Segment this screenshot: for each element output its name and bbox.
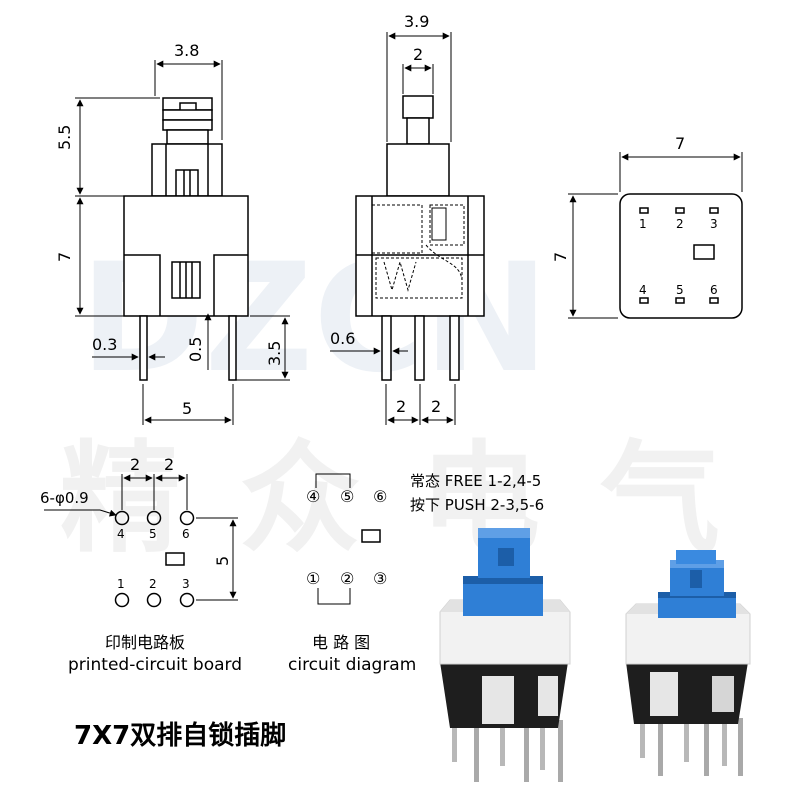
circuit-pin-6: ⑥ [373, 487, 387, 506]
circuit-pin-5: ⑤ [340, 487, 354, 506]
svg-text:众: 众 [240, 430, 360, 569]
side-view [355, 95, 485, 381]
svg-text:气: 气 [600, 430, 720, 569]
circuit-pin-1: ① [306, 569, 320, 588]
watermark-bottom: 精 众 电 气 [60, 430, 720, 569]
pcb-hole-spec: 6-φ0.9 [40, 489, 89, 507]
front-view [123, 97, 249, 381]
dim-front-plunger-width: 3.8 [174, 41, 199, 60]
dim-bottom-width: 7 [675, 134, 685, 153]
dim-side-plunger-width: 2 [413, 45, 423, 64]
circuit-free-state: 常态 FREE 1-2,4-5 [410, 472, 541, 490]
dim-front-plunger-height: 5.5 [55, 125, 74, 150]
dim-side-pitch-right: 2 [431, 397, 441, 416]
dim-bottom-height: 7 [551, 252, 570, 262]
front-view-dimensions [75, 60, 290, 425]
dim-front-pin-thickness: 0.3 [92, 335, 117, 354]
side-view-dimensions [330, 32, 456, 425]
pcb-pin-6: 6 [182, 527, 190, 541]
bottom-pin-6: 6 [710, 283, 718, 297]
circuit-label-en: circuit diagram [288, 655, 416, 675]
circuit-pin-3: ③ [373, 569, 387, 588]
bottom-view [619, 193, 743, 319]
pcb-label-cn: 印制电路板 [105, 633, 185, 652]
bottom-pin-4: 4 [639, 283, 647, 297]
bottom-pin-1: 1 [639, 217, 647, 231]
pcb-pin-1: 1 [117, 577, 125, 591]
circuit-push-state: 按下 PUSH 2-3,5-6 [410, 496, 544, 514]
pcb-layout [114, 510, 195, 608]
bottom-view-dimensions [568, 152, 743, 319]
circuit-pin-4: ④ [306, 487, 320, 506]
pcb-pin-4: 4 [117, 527, 125, 541]
switch-photo-left [439, 528, 571, 782]
pcb-pitch-right: 2 [164, 455, 174, 474]
dim-front-body-height: 7 [55, 252, 74, 262]
switch-photo-right [625, 550, 751, 776]
dim-front-pin-span: 5 [182, 399, 192, 418]
circuit-pin-2: ② [340, 569, 354, 588]
bottom-pin-2: 2 [676, 217, 684, 231]
dim-side-width: 3.9 [404, 12, 429, 31]
circuit-diagram [315, 473, 381, 605]
bottom-pin-5: 5 [676, 283, 684, 297]
pcb-row-spacing: 5 [213, 556, 232, 566]
dim-side-pin-thickness: 0.6 [330, 329, 355, 348]
dim-side-pitch-left: 2 [396, 397, 406, 416]
svg-text:精: 精 [60, 430, 180, 569]
dim-front-pin-length: 3.5 [265, 341, 284, 366]
pcb-pin-2: 2 [149, 577, 157, 591]
product-caption: 7X7双排自锁插脚 [74, 720, 286, 751]
pcb-pin-3: 3 [182, 577, 190, 591]
dim-front-pin-offset: 0.5 [186, 337, 205, 362]
pcb-pin-5: 5 [149, 527, 157, 541]
pcb-dimensions [44, 474, 238, 601]
bottom-pin-3: 3 [710, 217, 718, 231]
circuit-label-cn: 电 路 图 [312, 633, 370, 652]
pcb-label-en: printed-circuit board [68, 655, 242, 675]
pcb-pitch-left: 2 [130, 455, 140, 474]
